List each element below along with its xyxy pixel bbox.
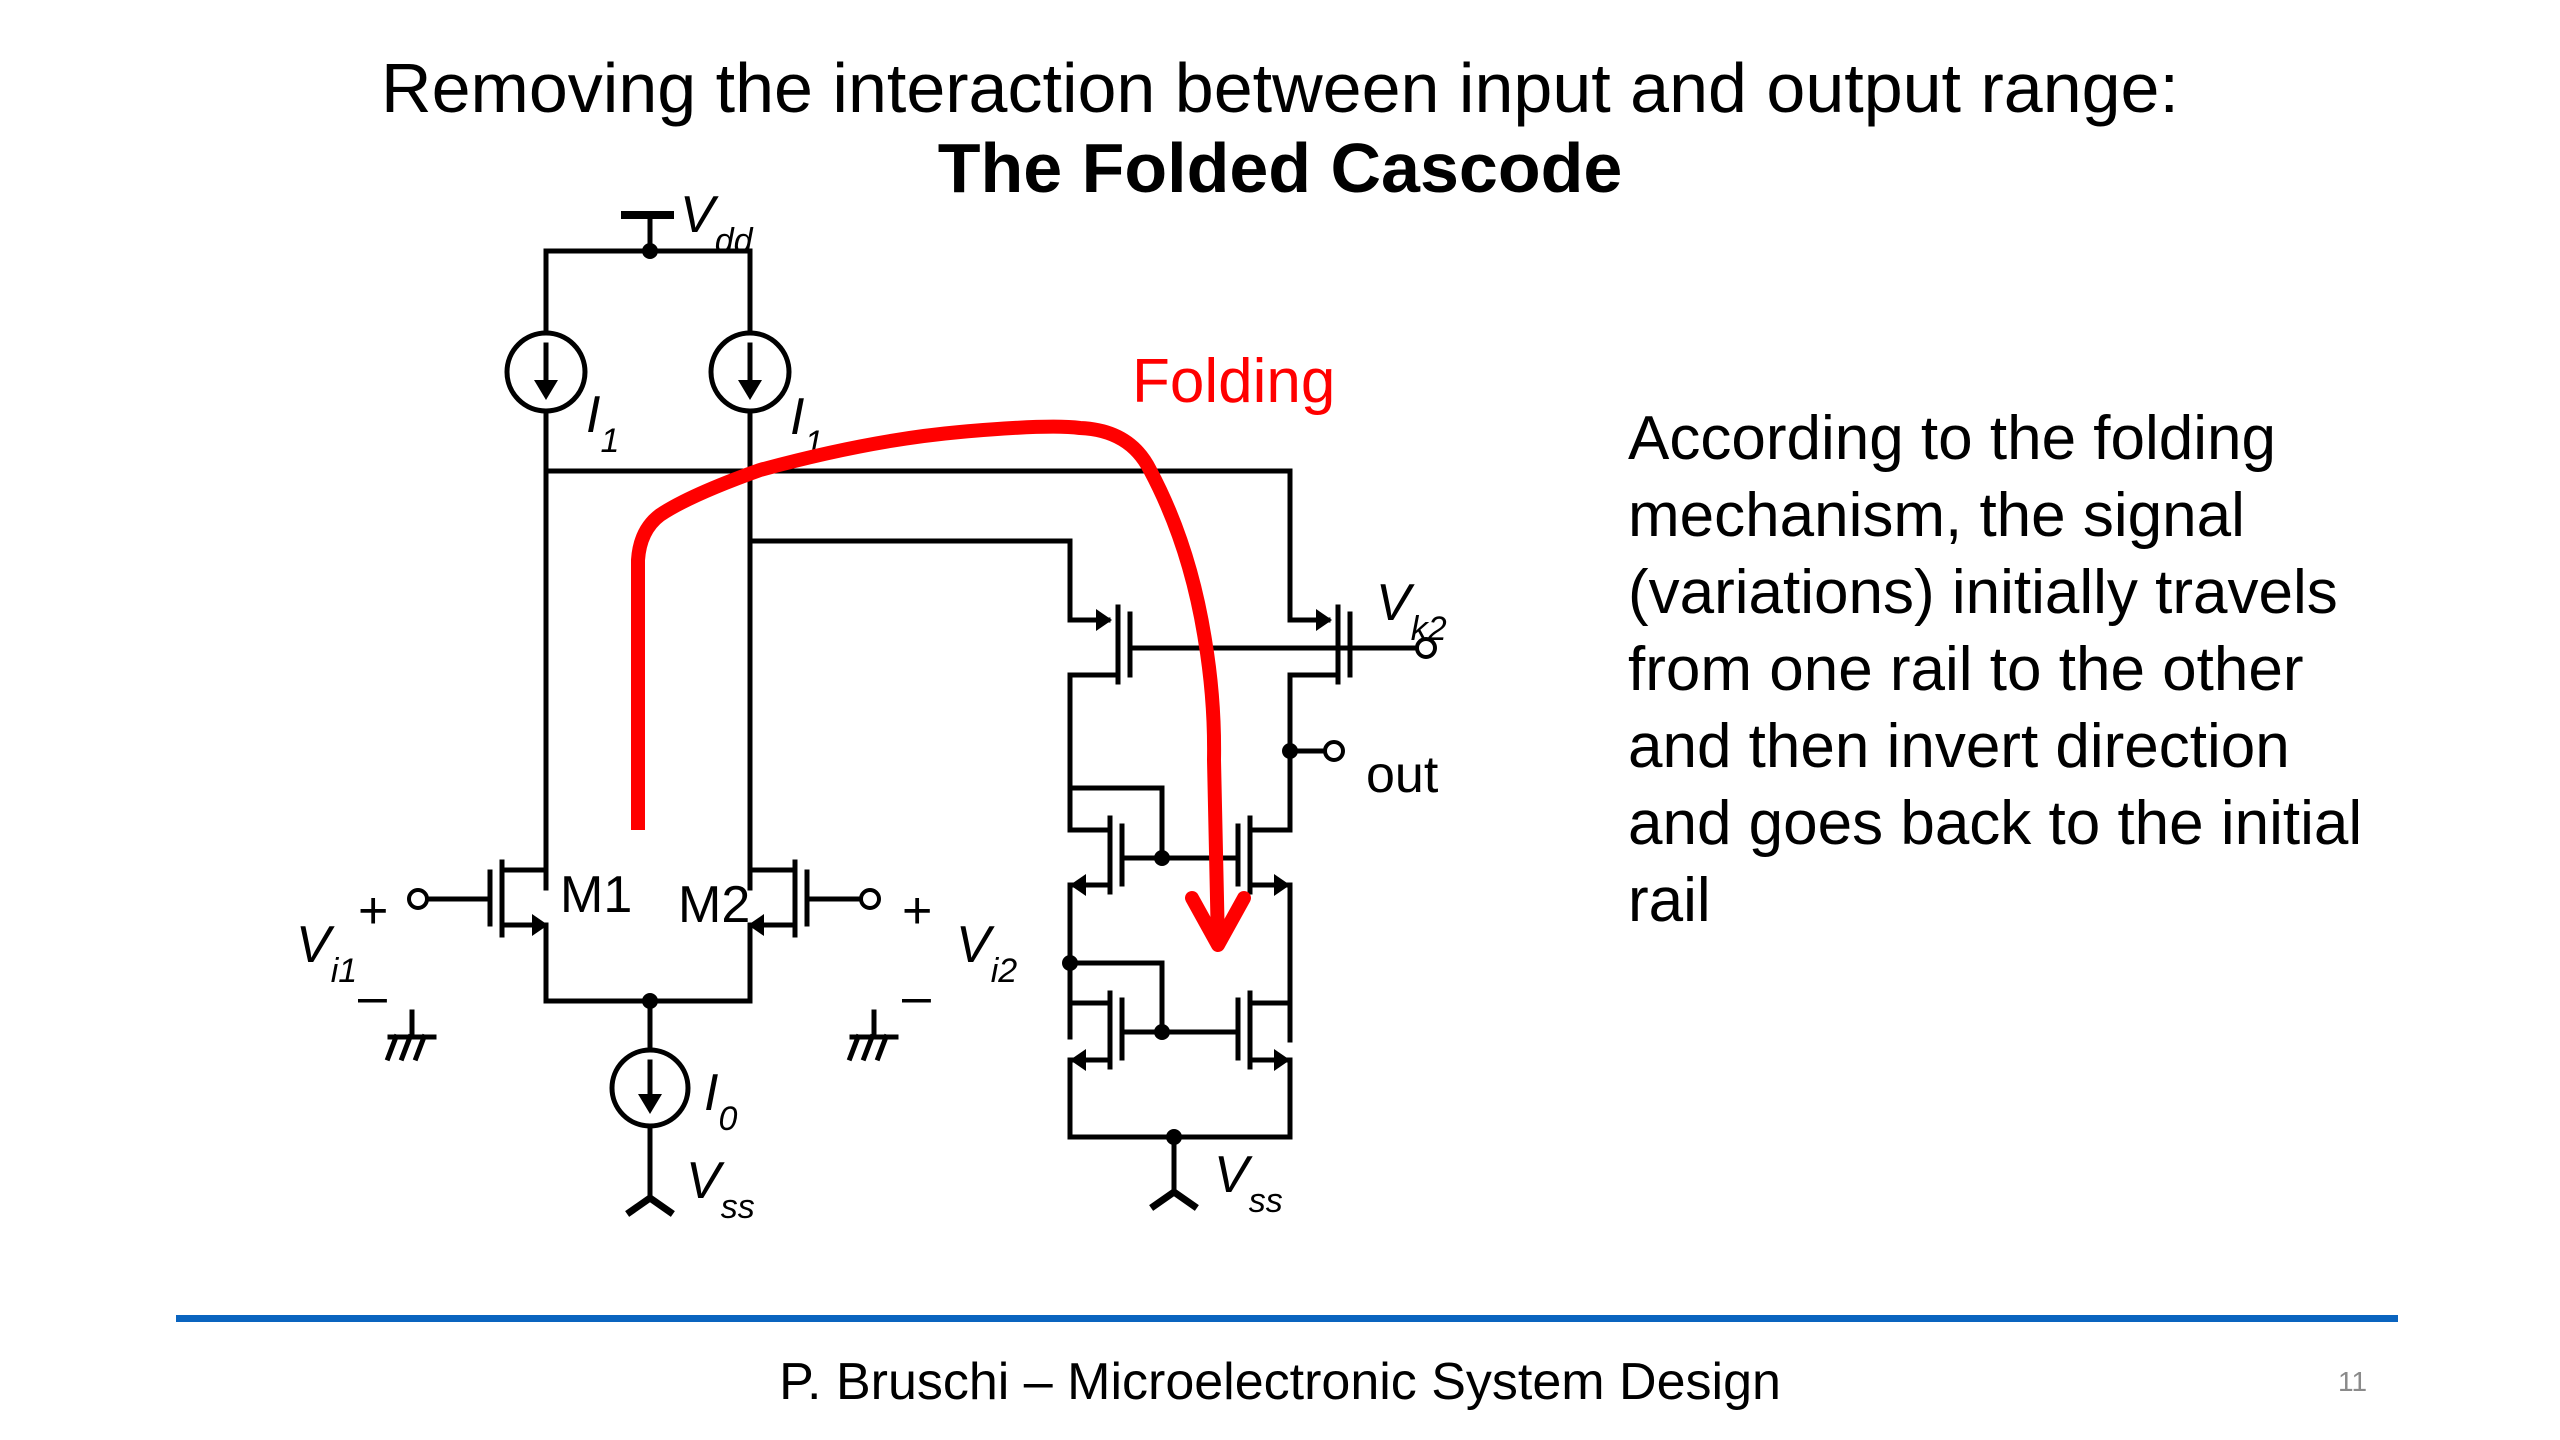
ground-left-icon — [384, 1009, 437, 1062]
explanation-line: According to the folding — [1628, 404, 2276, 473]
cascode-pmos-right — [1287, 604, 1353, 833]
slide-subtitle: The Folded Cascode — [937, 129, 1623, 207]
out-label: out — [1366, 746, 1439, 804]
explanation-line: and goes back to the initial — [1628, 789, 2363, 858]
vi2-label: Vi2 — [956, 916, 1017, 990]
vi1-plus-sign: + — [358, 882, 388, 940]
out-terminal[interactable] — [1323, 740, 1345, 762]
vdd-supply-symbol — [621, 211, 674, 259]
vi1-terminal[interactable] — [407, 888, 429, 910]
explanation-line: (variations) initially travels — [1628, 558, 2338, 627]
vdd-rail — [543, 248, 753, 336]
explanation-line: and then invert direction — [1628, 712, 2290, 781]
footer-text: P. Bruschi – Microelectronic System Desi… — [779, 1353, 1781, 1411]
slide-title: Removing the interaction between input a… — [381, 49, 2179, 127]
vk2-terminal[interactable] — [1415, 637, 1437, 659]
current-source-i1-right — [708, 330, 792, 414]
folding-label: Folding — [1132, 347, 1335, 416]
vi2-plus-sign: + — [902, 882, 932, 940]
vi2-terminal[interactable] — [859, 888, 881, 910]
right-fold-wire — [747, 538, 1073, 623]
vss-right-label: Vss — [1214, 1146, 1283, 1220]
current-source-i0 — [609, 1047, 691, 1129]
footer-divider — [176, 1315, 2398, 1322]
vi1-label: Vi1 — [296, 916, 357, 990]
vi2-minus-sign: – — [902, 968, 931, 1026]
vk2-label: Vk2 — [1376, 574, 1447, 648]
page-number: 11 — [2338, 1366, 2368, 1397]
current-source-i1-left — [504, 330, 588, 414]
explanation-text: According to the folding mechanism, the … — [1628, 400, 2448, 939]
cascode-pmos-left — [1067, 604, 1133, 783]
transistor-m1 — [417, 859, 549, 1004]
left-fold-wire — [543, 468, 1293, 623]
folding-arrow-head-icon — [1185, 891, 1251, 952]
vss-right-symbol — [1149, 1134, 1199, 1211]
vdd-label: Vdd — [680, 186, 754, 260]
transistor-m2 — [747, 859, 865, 1004]
folding-arrow-path — [631, 419, 1225, 946]
explanation-line: from one rail to the other — [1628, 635, 2304, 704]
m2-label: M2 — [678, 876, 750, 934]
m1-label: M1 — [560, 866, 632, 924]
i0-label: I0 — [704, 1064, 737, 1138]
nmos-mirror-upper — [1067, 777, 1293, 1043]
vi1-minus-sign: – — [358, 968, 387, 1026]
explanation-line: mechanism, the signal — [1628, 481, 2245, 550]
i1-left-label: I1 — [586, 386, 619, 460]
vss-left-symbol — [625, 1123, 675, 1217]
ground-right-icon — [846, 1009, 899, 1062]
vss-left-label: Vss — [686, 1152, 755, 1226]
explanation-line: rail — [1628, 866, 1711, 935]
nmos-mirror-lower — [1062, 955, 1293, 1145]
